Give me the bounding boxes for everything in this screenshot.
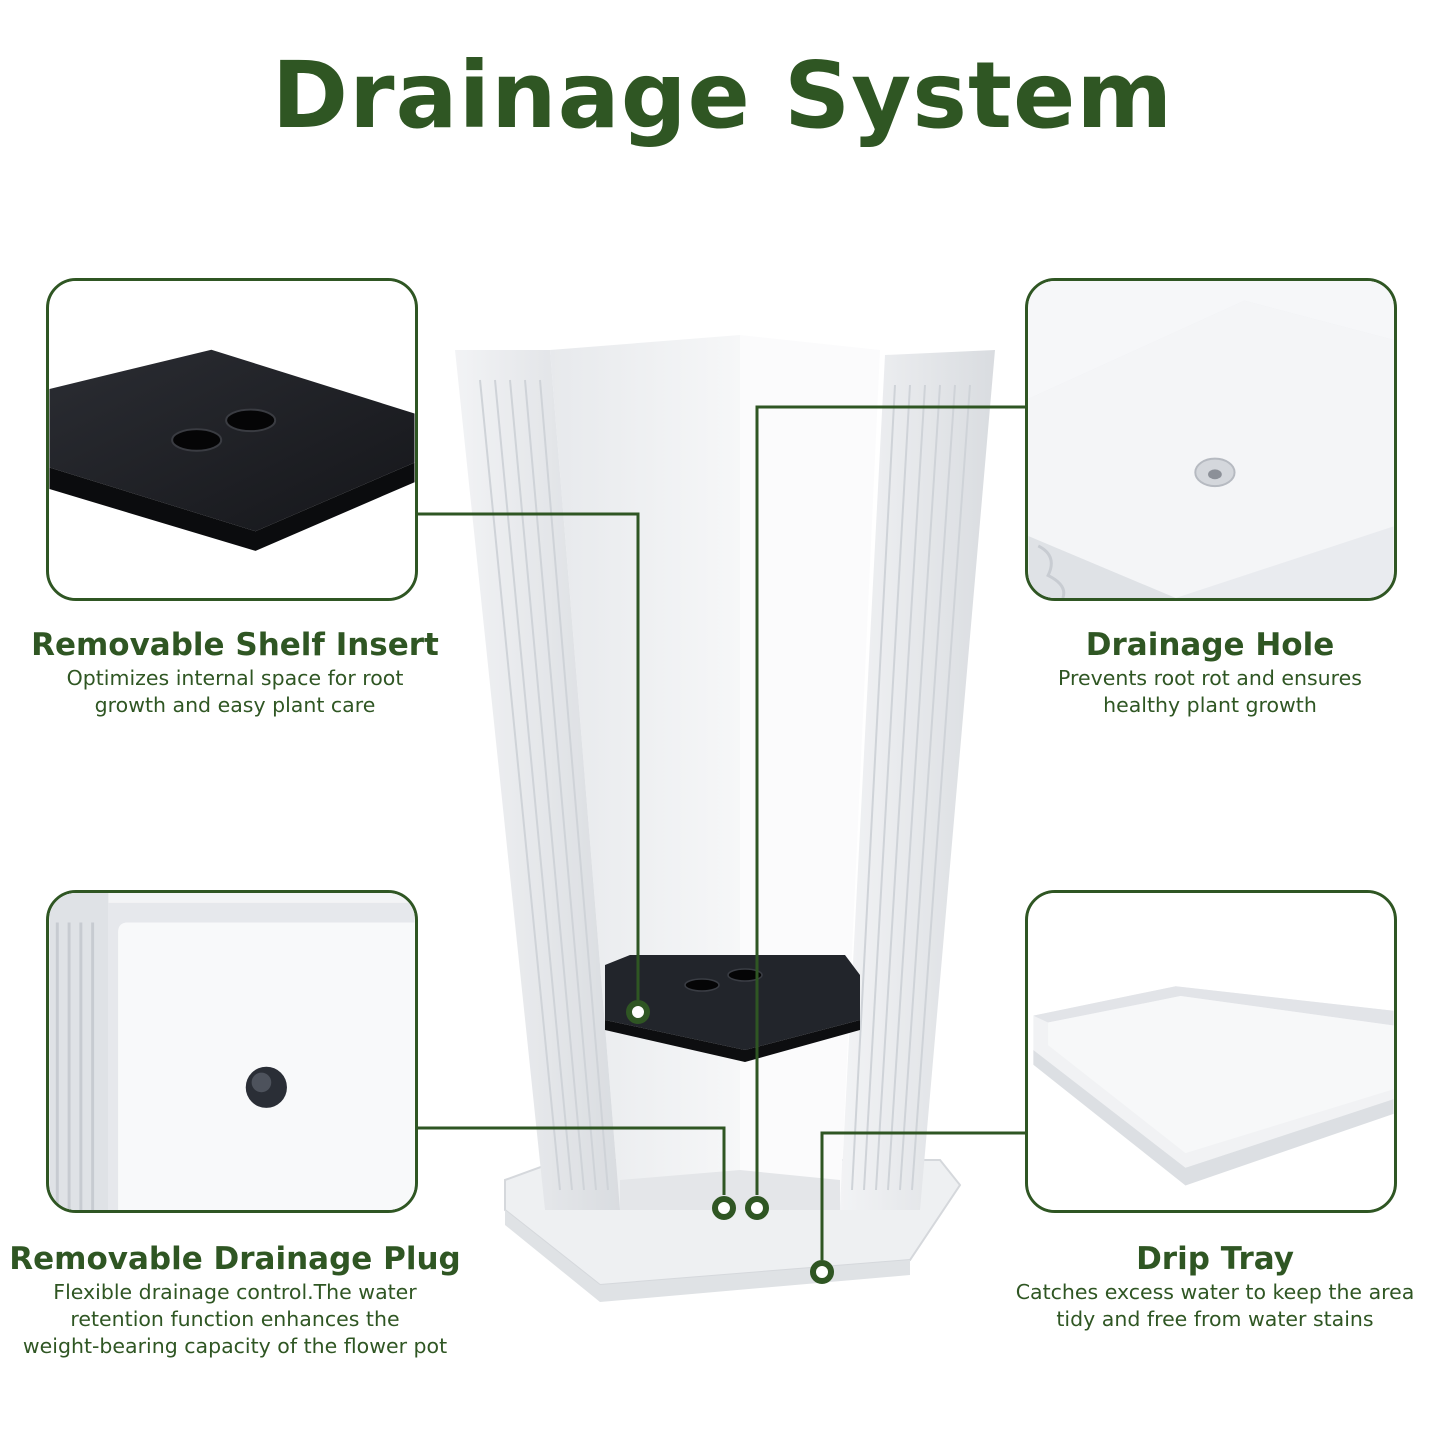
drip-tray-icon bbox=[1028, 893, 1394, 1210]
drainage-plug-icon bbox=[49, 893, 415, 1210]
drainage-hole-icon bbox=[1028, 281, 1394, 598]
drainage-plug-desc-line1: Flexible drainage control.The water bbox=[53, 1280, 417, 1304]
drip-tray-desc-line1: Catches excess water to keep the area bbox=[1015, 1280, 1415, 1304]
drainage-hole-heading: Drainage Hole bbox=[1085, 627, 1335, 663]
shelf-insert-desc-line2: growth and easy plant care bbox=[94, 693, 376, 717]
drainage-plug-desc-line3: weight-bearing capacity of the flower po… bbox=[22, 1334, 448, 1358]
drainage-hole-panel bbox=[1025, 278, 1397, 601]
drip-tray-caption: Drip Tray Catches excess water to keep t… bbox=[1000, 1240, 1430, 1332]
shelf-insert-caption: Removable Shelf Insert Optimizes interna… bbox=[20, 626, 450, 718]
shelf-insert-panel bbox=[46, 278, 418, 601]
drainage-hole-caption: Drainage Hole Prevents root rot and ensu… bbox=[1000, 626, 1420, 718]
drainage-hole-desc-line1: Prevents root rot and ensures bbox=[1058, 666, 1362, 690]
drip-tray-panel bbox=[1025, 890, 1397, 1213]
drainage-hole-desc-line2: healthy plant growth bbox=[1103, 693, 1317, 717]
shelf-insert-heading: Removable Shelf Insert bbox=[31, 627, 439, 663]
drainage-plug-heading: Removable Drainage Plug bbox=[9, 1241, 461, 1277]
drainage-plug-caption: Removable Drainage Plug Flexible drainag… bbox=[0, 1240, 470, 1359]
drip-tray-desc-line2: tidy and free from water stains bbox=[1056, 1307, 1374, 1331]
shelf-insert-desc-line1: Optimizes internal space for root bbox=[66, 666, 404, 690]
shelf-insert-icon bbox=[49, 281, 415, 598]
drainage-plug-panel bbox=[46, 890, 418, 1213]
page-title: Drainage System bbox=[271, 42, 1174, 149]
drip-tray-heading: Drip Tray bbox=[1136, 1241, 1294, 1277]
planter-illustration bbox=[455, 335, 995, 1302]
drainage-plug-desc-line2: retention function enhances the bbox=[70, 1307, 400, 1331]
